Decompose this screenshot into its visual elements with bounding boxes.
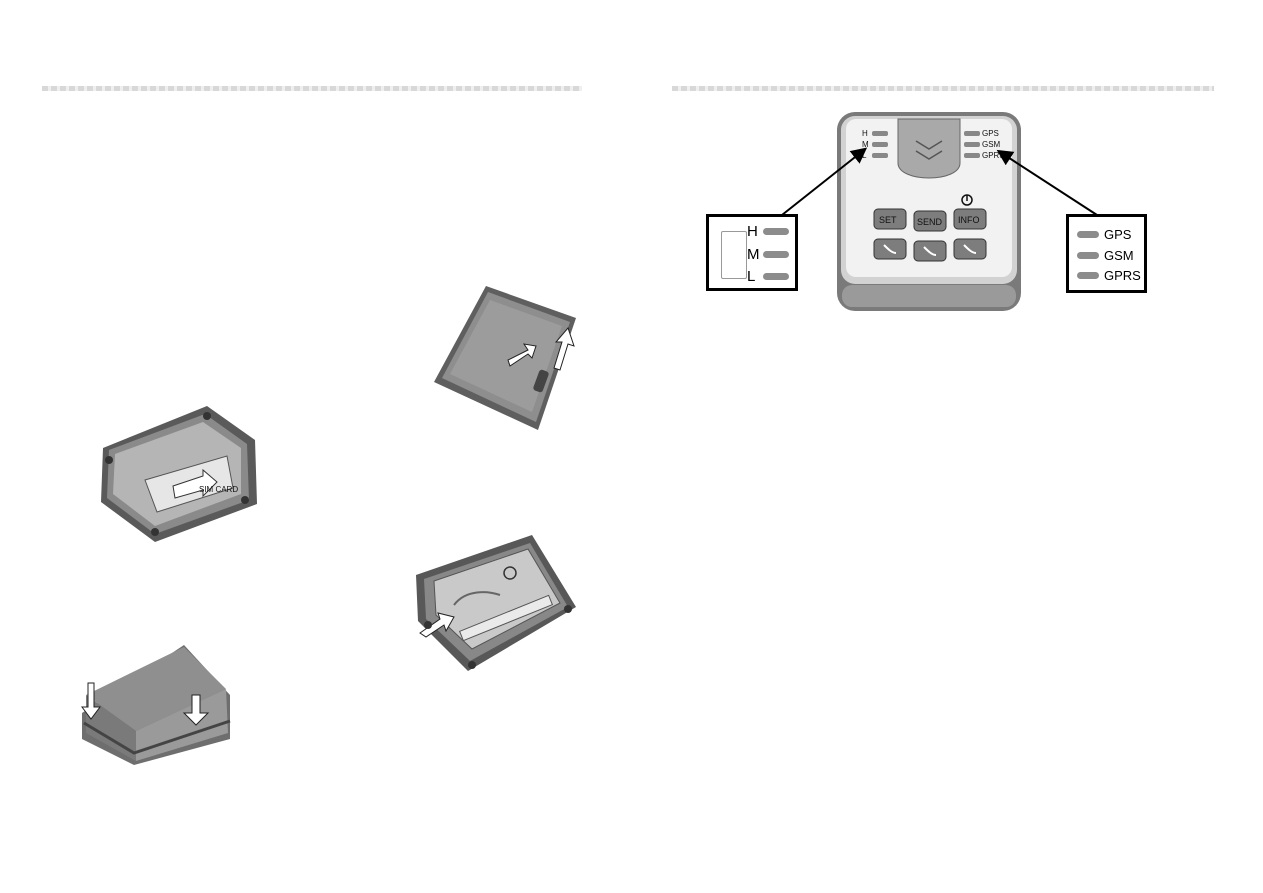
status-led-gprs <box>1077 272 1099 279</box>
sim-card-figure: SIM CARD <box>95 404 260 544</box>
callout-status-gprs: GPRS <box>1104 268 1141 283</box>
cover-slide-figure <box>432 284 578 432</box>
level-led-h <box>762 228 789 235</box>
phone-icon <box>963 244 977 254</box>
device-level-m: M <box>862 140 869 149</box>
level-led-l <box>763 273 790 280</box>
level-led-m <box>762 251 789 258</box>
down-arrow-icon <box>81 682 101 720</box>
battery-outline <box>721 231 747 279</box>
phone-button-2[interactable] <box>913 240 947 262</box>
phone-button-1[interactable] <box>873 238 907 260</box>
arrow-icon <box>507 343 537 367</box>
send-button[interactable] <box>913 210 947 232</box>
callout-level-h: H <box>747 223 758 240</box>
device-status-gps: GPS <box>982 129 999 138</box>
callout-level-l: L <box>747 268 756 285</box>
device-front-figure: H M L GPS GSM GPRS SET SEND INFO <box>836 111 1022 312</box>
status-led-gps <box>1077 231 1099 238</box>
send-button-label: SEND <box>917 217 943 227</box>
battery-insert-figure <box>414 533 578 673</box>
set-button[interactable] <box>873 208 907 230</box>
phone-icon <box>923 246 937 256</box>
device-status-gprs: GPRS <box>982 151 1005 160</box>
battery-level-callout: H M L <box>706 214 798 291</box>
arrow-icon <box>419 612 455 638</box>
right-page-rule <box>672 86 1214 91</box>
phone-icon <box>883 244 897 254</box>
info-button-label: INFO <box>958 215 980 225</box>
cover-close-figure <box>80 643 232 766</box>
info-button[interactable] <box>953 208 987 230</box>
callout-status-gsm: GSM <box>1104 248 1134 263</box>
set-button-label: SET <box>879 215 897 225</box>
device-status-gsm: GSM <box>982 140 1001 149</box>
sim-card-label: SIM CARD <box>199 485 238 494</box>
up-arrow-icon <box>553 327 575 371</box>
left-page-rule <box>42 86 582 91</box>
callout-status-gps: GPS <box>1104 227 1132 242</box>
down-arrow-icon <box>182 694 210 726</box>
phone-button-3[interactable] <box>953 238 987 260</box>
callout-level-m: M <box>747 246 760 263</box>
power-icon <box>961 194 973 206</box>
status-led-gsm <box>1077 252 1099 259</box>
status-callout: GPS GSM GPRS <box>1066 214 1147 293</box>
device-level-h: H <box>862 129 868 138</box>
